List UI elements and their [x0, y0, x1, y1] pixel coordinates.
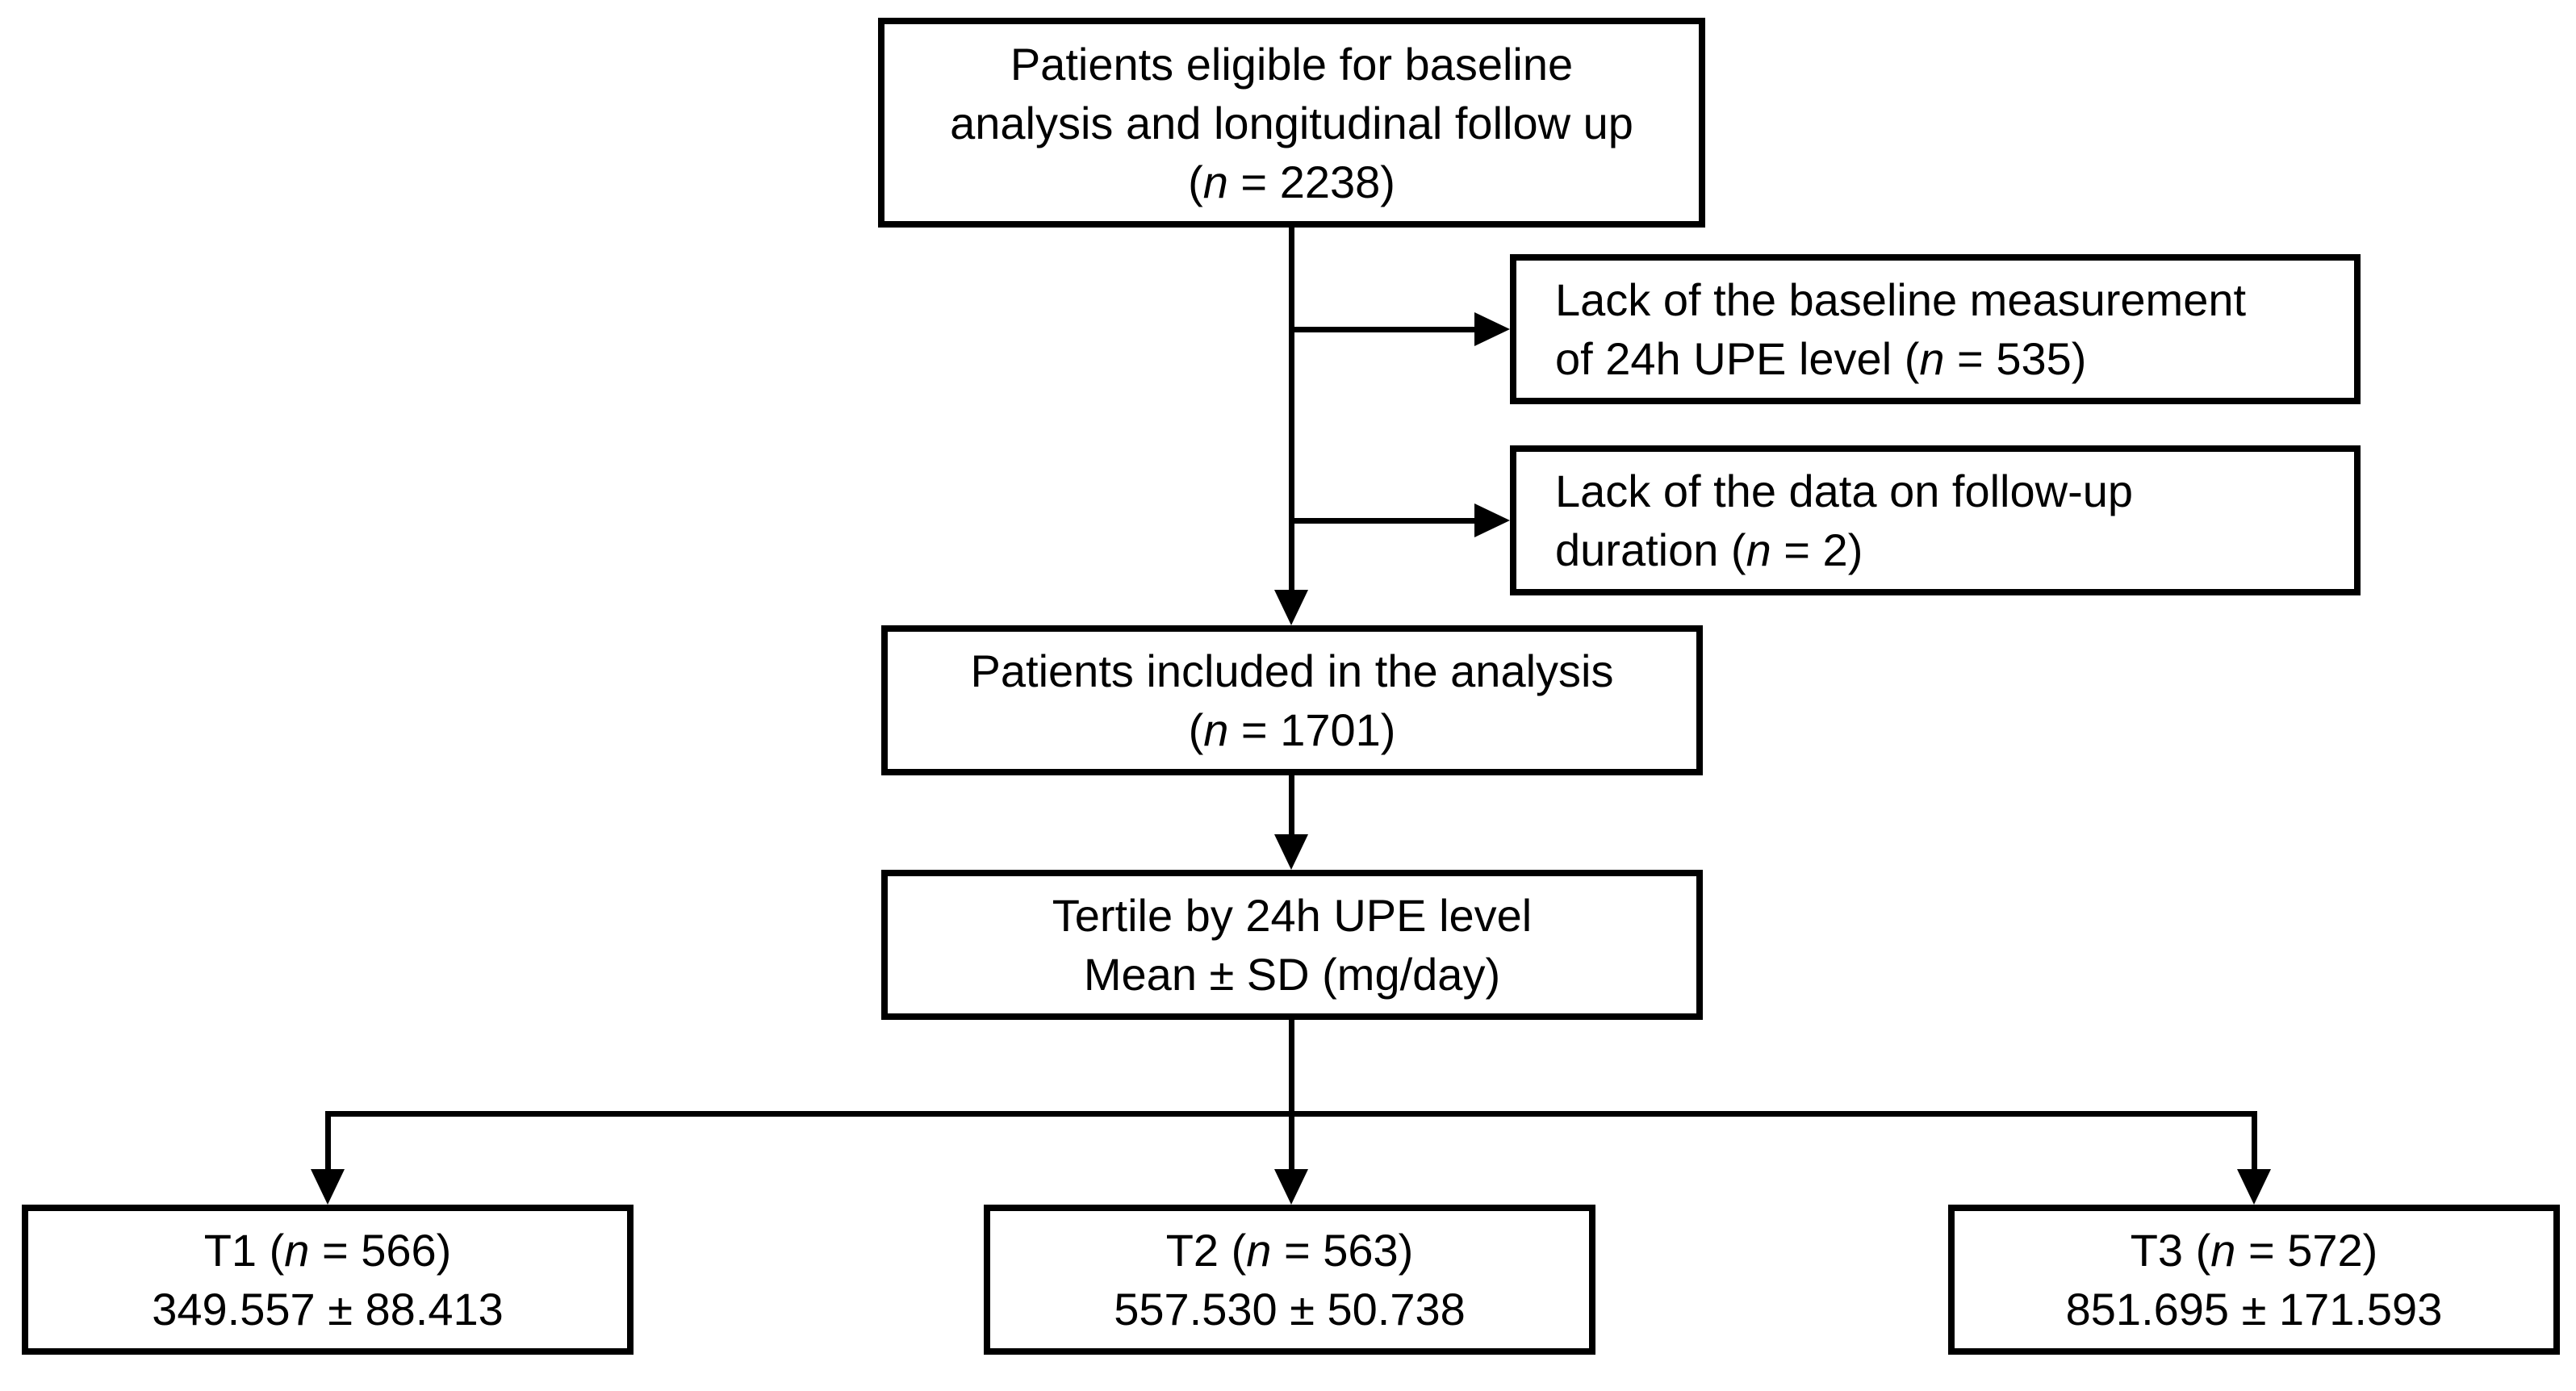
included-line1: Patients included in the analysis [970, 645, 1614, 696]
arrowhead-down-icon [1274, 590, 1308, 625]
connector-eligible-to-included [1289, 224, 1294, 591]
t3-label: T3 (n = 572) [2130, 1225, 2378, 1276]
exclusion-followup-duration-box: Lack of the data on follow-up duration (… [1510, 445, 2361, 595]
arrowhead-down-icon [1274, 834, 1308, 870]
exclusion-baseline-upe-box: Lack of the baseline measurement of 24h … [1510, 254, 2361, 404]
connector-drop-t1 [325, 1111, 331, 1171]
tertile-t1-box: T1 (n = 566) 349.557 ± 88.413 [22, 1205, 634, 1355]
t3-mean-sd: 851.695 ± 171.593 [2065, 1284, 2443, 1335]
eligible-line2: analysis and longitudinal follow up [950, 97, 1633, 148]
t2-label: T2 (n = 563) [1165, 1225, 1414, 1276]
arrowhead-right-icon [1474, 503, 1510, 537]
exclusion2-line1: Lack of the data on follow-up [1555, 466, 2134, 516]
tertile-t2-box: T2 (n = 563) 557.530 ± 50.738 [984, 1205, 1595, 1355]
included-n-count: (n = 1701) [1188, 704, 1396, 755]
arrowhead-right-icon [1474, 312, 1510, 346]
exclusion2-line2: duration (n = 2) [1555, 524, 1863, 575]
eligible-n-count: (n = 2238) [1188, 156, 1395, 207]
tertile-header-line1: Tertile by 24h UPE level [1052, 890, 1533, 941]
connector-tertile-to-branchbar [1289, 1017, 1294, 1117]
arrowhead-down-icon [2237, 1169, 2271, 1205]
connector-included-to-tertile [1289, 773, 1294, 836]
exclusion1-line1: Lack of the baseline measurement [1555, 274, 2247, 325]
connector-drop-t3 [2252, 1111, 2257, 1171]
tertile-header-line2: Mean ± SD (mg/day) [1083, 949, 1501, 1000]
connector-branch-exclusion1 [1289, 327, 1476, 332]
connector-drop-t2 [1289, 1117, 1294, 1171]
t1-label: T1 (n = 566) [203, 1225, 452, 1276]
arrowhead-down-icon [1274, 1169, 1308, 1205]
eligible-line1: Patients eligible for baseline [1010, 38, 1574, 90]
t1-mean-sd: 349.557 ± 88.413 [152, 1284, 504, 1335]
included-patients-box: Patients included in the analysis (n = 1… [881, 625, 1703, 775]
tertile-header-box: Tertile by 24h UPE level Mean ± SD (mg/d… [881, 870, 1703, 1020]
connector-branch-exclusion2 [1289, 518, 1476, 524]
exclusion1-line2: of 24h UPE level (n = 535) [1555, 333, 2087, 384]
connector-branch-bar [325, 1111, 2257, 1117]
eligible-patients-box: Patients eligible for baseline analysis … [878, 18, 1705, 228]
arrowhead-down-icon [311, 1169, 345, 1205]
tertile-t3-box: T3 (n = 572) 851.695 ± 171.593 [1948, 1205, 2560, 1355]
t2-mean-sd: 557.530 ± 50.738 [1114, 1284, 1466, 1335]
